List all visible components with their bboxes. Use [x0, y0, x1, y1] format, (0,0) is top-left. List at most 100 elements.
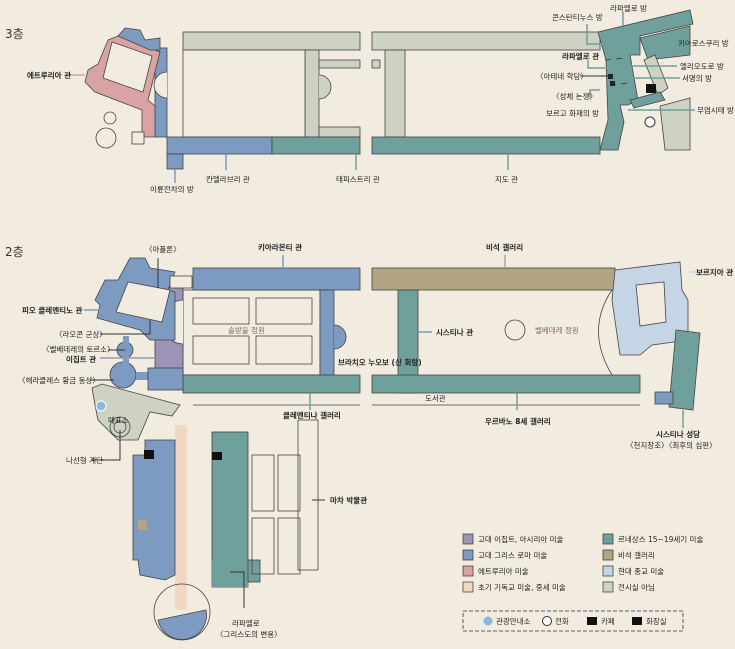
legend-swatch: [462, 533, 474, 545]
room-not-exhibition: [371, 31, 601, 51]
room-biga: [166, 153, 184, 170]
room-raphael: [597, 9, 694, 151]
leader-line: [587, 60, 612, 69]
label-disputa: 〈성체 논쟁〉: [552, 91, 597, 101]
legend-item: 르네상스 15~19세기 미술: [602, 533, 703, 545]
garden-bed: [255, 297, 313, 325]
label-transfiguration: 〈그리스도의 변용〉: [216, 629, 282, 639]
room-not-exhibition: [318, 126, 361, 138]
map-break: [361, 0, 371, 420]
room-greek-roman: [147, 367, 184, 391]
legend-item: 에트루리아 미술: [462, 565, 529, 577]
room-not-exhibition: [659, 97, 691, 151]
phone-icon: [644, 116, 656, 128]
legend-label: 전시실 아님: [618, 582, 655, 592]
legend-facility-label: 카페: [601, 616, 615, 626]
label-pio-clementino: 피오 클레멘티노 관: [22, 305, 83, 315]
info-icon: [483, 616, 493, 626]
fountain: [504, 319, 526, 341]
label-tapestry: 태피스트리 관: [336, 174, 380, 184]
label-chiaroscuri: 키아로스쿠리 방: [678, 38, 729, 48]
courtyard: [635, 281, 667, 327]
legend-swatch: [602, 549, 614, 561]
legend-label: 고대 그리스 로마 미술: [478, 551, 547, 560]
label-raphael: 라파엘로: [232, 619, 260, 628]
room-urban8: [371, 374, 641, 394]
legend-facility-restroom: 화장실: [632, 616, 667, 626]
label-library: 도서관: [425, 393, 446, 403]
courtyard: [102, 41, 153, 93]
label-heliodorus: 엘리오도로 방: [680, 61, 724, 71]
label-signatura: 서명의 방: [682, 73, 712, 83]
leader-line: [586, 24, 610, 45]
floor-3-title: 3층: [5, 27, 24, 41]
floor-2-plan: 2층: [5, 242, 733, 641]
legend-item: 비석 갤러리: [602, 549, 655, 561]
label-raphael-rooms: 라파엘로 관: [562, 51, 599, 61]
label-spiral-stair: 나선형 계단: [66, 455, 103, 465]
restroom-icon: [646, 84, 656, 93]
label-carriage: 마차 박물관: [330, 495, 367, 505]
legend-label: 현대 종교 미술: [618, 567, 664, 576]
room-borgia-tower: [629, 91, 666, 109]
label-borgo-fire: 보르고 화재의 방: [546, 108, 599, 118]
label-raphael-loggia: 라파엘로 방: [610, 3, 647, 13]
legend-label: 초기 기독교 미술, 중세 미술: [478, 583, 566, 592]
round-room: [103, 111, 117, 125]
label-sistine-chapel: 시스티나 성당: [656, 429, 700, 439]
legend-swatch: [602, 581, 614, 593]
info-icon: [95, 400, 107, 412]
legend-swatch: [462, 581, 474, 593]
legend-item: 고대 그리스 로마 미술: [462, 549, 547, 561]
legend-item: 전시실 아님: [602, 581, 655, 593]
room-shop: [91, 383, 181, 441]
room-greek-roman: [654, 391, 674, 405]
label-etruscan: 에트루리아 관: [27, 70, 71, 80]
room-pinacoteca: [212, 560, 248, 587]
room-tapestry: [271, 136, 361, 155]
room-early-christian: [175, 425, 187, 610]
legend-label: 에트루리아 미술: [478, 566, 529, 576]
room-greek-roman: [117, 27, 161, 51]
room-not-exhibition: [643, 54, 669, 96]
room-not-exhibition: [371, 59, 381, 69]
leader-line: [100, 320, 151, 335]
small-room: [131, 131, 145, 145]
leader-line: [92, 430, 121, 461]
label-apollo: 〈아폴론〉: [145, 244, 181, 254]
passage: [123, 336, 129, 366]
wall-niche: [333, 324, 347, 350]
wall-curve: [598, 289, 613, 376]
room-not-exhibition: [182, 31, 361, 51]
room-greek-roman: [132, 439, 176, 581]
room-sistine-chapel: [668, 329, 701, 411]
garden-bed: [192, 297, 250, 325]
legend-facility-label: 전화: [555, 616, 569, 626]
label-shop: 매표소: [108, 416, 129, 425]
label-egyptian: 이집트 관: [66, 354, 96, 364]
label-sistine-works: 〈천지창조〉〈최후의 심판〉: [626, 440, 717, 450]
label-sistine-hall: 시스티나 관: [436, 327, 473, 337]
legend-facility-info: 관광안내소: [483, 616, 531, 626]
garden-bed: [277, 454, 301, 512]
garden-bed: [192, 335, 250, 365]
legend-label: 르네상스 15~19세기 미술: [618, 534, 703, 544]
octagonal-court: [115, 281, 171, 323]
legend-item: 현대 종교 미술: [602, 565, 664, 577]
label-chiaramonti: 키아라몬티 관: [258, 242, 302, 252]
legend: 고대 이집트, 아시리아 미술 고대 그리스 로마 미술 에트루리아 미술 초기…: [462, 533, 703, 632]
artwork-marker: [610, 81, 615, 86]
garden-bed: [251, 517, 275, 575]
room-inscription: [138, 520, 147, 530]
spiral-stair: [157, 609, 207, 640]
room-maps: [371, 136, 601, 155]
artwork-marker: [608, 74, 613, 79]
legend-label: 고대 이집트, 아시리아 미술: [478, 534, 564, 544]
label-braccio-nuovo: 브라치오 누오보 (신 회랑): [338, 357, 422, 367]
legend-facility-label: 화장실: [646, 616, 667, 626]
leader-line: [589, 89, 600, 98]
label-candelabra: 칸델라브리 관: [206, 174, 250, 184]
phone-icon: [542, 616, 552, 626]
legend-facility-label: 관광안내소: [496, 616, 531, 626]
spiral-ramp: [153, 583, 211, 641]
